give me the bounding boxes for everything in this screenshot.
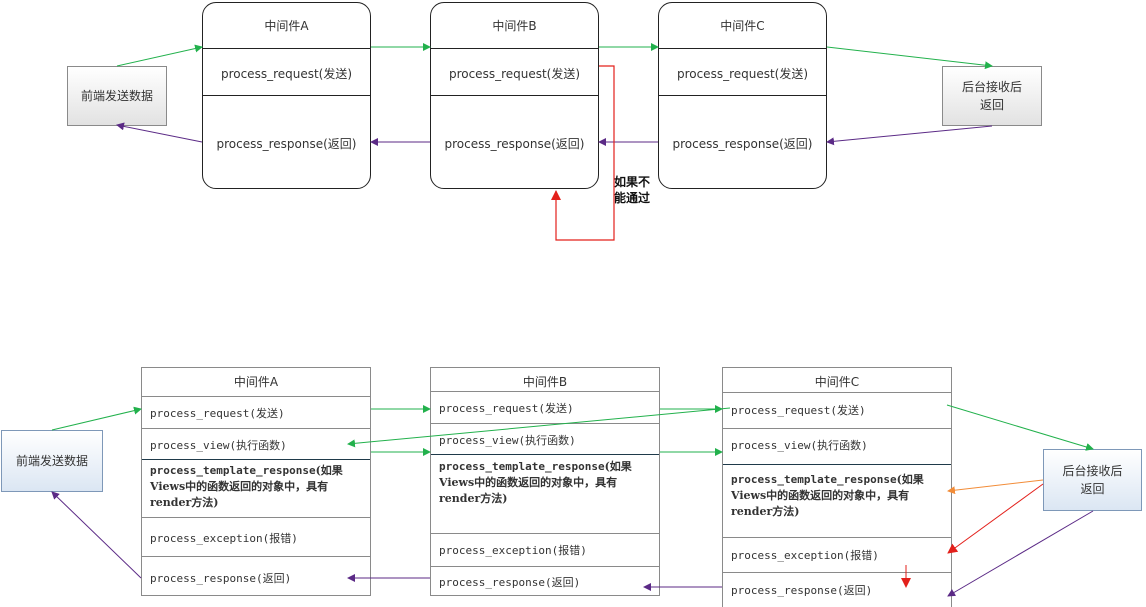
middleware-b-detail-box: 中间件B process_request(发送) process_view(执行… [430,367,660,596]
process-view-label: process_view(执行函数) [439,434,576,447]
middleware-title: 中间件A [264,19,309,33]
middleware-title: 中间件B [492,19,537,33]
divider [142,396,370,397]
template-condition: (如果Views中的函数返回的对象中，具有render方法) [731,473,924,518]
backend-box: 后台接收后返回 [942,66,1042,126]
process-template-response-label: process_template_response(如果Views中的函数返回的… [150,463,366,511]
process-request-label: process_request(发送) [150,407,285,420]
process-exception-label: process_exception(报错) [439,544,587,557]
divider [431,566,659,567]
process-request-label: process_request(发送) [448,67,581,81]
middleware-b-box: 中间件B process_request(发送) process_respons… [430,2,599,189]
middleware-title: 中间件C [720,19,765,33]
middleware-c-detail-box: 中间件C process_request(发送) process_view(执行… [722,367,952,607]
process-response-label: process_response(返回) [731,584,873,597]
divider [142,428,370,429]
process-request-label: process_request(发送) [220,67,353,81]
process-request-label: process_request(发送) [439,402,574,415]
divider [723,537,951,538]
frontend-box-bottom: 前端发送数据 [1,430,103,492]
template-condition: (如果Views中的函数返回的对象中，具有render方法) [150,464,343,509]
response-arrow [51,491,142,579]
divider [431,48,598,49]
template-response-arrow [947,479,1044,495]
request-arrow [51,406,142,431]
middleware-c-box: 中间件C process_request(发送) process_respons… [658,2,827,189]
divider [431,391,659,392]
process-response-label: process_response(返回) [672,137,813,151]
divider [431,533,659,534]
divider [142,556,370,557]
process-template-response-label: process_template_response(如果Views中的函数返回的… [439,459,655,507]
condition-note-text: 如果不能通过 [614,175,651,205]
condition-note: 如果不能通过 [614,174,656,206]
process-exception-label: process_exception(报错) [731,549,879,562]
response-arrow [947,510,1094,597]
middleware-a-detail-box: 中间件A process_request(发送) process_view(执行… [141,367,371,596]
process-exception-label: process_exception(报错) [150,532,298,545]
template-method-name: process_template_response [731,473,897,486]
backend-box-bottom: 后台接收后返回 [1043,449,1142,511]
frontend-box: 前端发送数据 [67,66,167,126]
request-arrow [116,44,203,67]
backend-label: 后台接收后返回 [1062,464,1123,496]
divider [142,459,370,460]
middleware-title: 中间件B [522,375,568,389]
template-method-name: process_template_response [150,464,316,477]
divider [659,48,826,49]
process-response-label: process_response(返回) [439,576,581,589]
divider [659,95,826,96]
frontend-label: 前端发送数据 [80,89,153,103]
template-method-name: process_template_response [439,460,605,473]
divider [203,95,370,96]
process-view-label: process_view(执行函数) [731,439,868,452]
template-condition: (如果Views中的函数返回的对象中，具有render方法) [439,460,632,505]
divider [723,572,951,573]
response-arrow [116,122,203,143]
divider [203,48,370,49]
middleware-title: 中间件C [814,375,860,389]
exception-arrow [947,483,1044,554]
backend-label: 后台接收后返回 [961,80,1022,112]
middleware-a-box: 中间件A process_request(发送) process_respons… [202,2,371,189]
divider [723,392,951,393]
process-response-label: process_response(返回) [216,137,357,151]
process-response-label: process_response(返回) [150,572,292,585]
divider [142,517,370,518]
process-response-label: process_response(返回) [444,137,585,151]
divider [431,95,598,96]
frontend-label: 前端发送数据 [15,454,88,468]
response-arrow [826,125,993,146]
request-arrow [826,46,993,70]
divider [723,464,951,465]
divider [431,423,659,424]
divider [431,454,659,455]
divider [723,428,951,429]
middleware-title: 中间件A [233,375,279,389]
process-request-label: process_request(发送) [676,67,809,81]
process-request-label: process_request(发送) [731,404,866,417]
process-view-label: process_view(执行函数) [150,439,287,452]
request-arrow [946,404,1094,451]
process-template-response-label: process_template_response(如果Views中的函数返回的… [731,472,947,520]
